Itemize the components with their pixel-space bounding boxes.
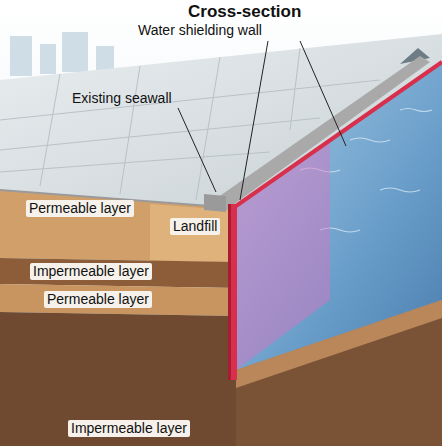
landfill-band xyxy=(150,204,228,262)
impermeable-layer-band xyxy=(0,312,236,446)
layer-label: Impermeable layer xyxy=(68,420,190,437)
layer-label: Landfill xyxy=(170,218,220,235)
impermeable-layer-band xyxy=(0,258,236,288)
layer-label: Impermeable layer xyxy=(30,263,152,280)
leader-lines xyxy=(178,41,346,200)
wall-shade xyxy=(228,204,231,380)
leader-line xyxy=(300,41,346,146)
existing-seawall-face xyxy=(204,194,226,212)
layer-label: Permeable layer xyxy=(26,200,134,217)
permeable-layer-band xyxy=(0,190,236,262)
water-shielding-wall xyxy=(228,204,237,380)
leader-line xyxy=(178,108,216,192)
background-buildings xyxy=(10,32,114,76)
leader-line xyxy=(240,41,268,200)
permeable-layer-band xyxy=(0,284,236,316)
layer-label: Permeable layer xyxy=(44,291,152,308)
figure-title: Cross-section xyxy=(188,2,301,22)
wall-curtain xyxy=(236,142,330,370)
water-shielding-wall-top xyxy=(236,62,442,206)
callout-label: Water shielding wall xyxy=(138,22,262,39)
callout-label: Existing seawall xyxy=(72,90,172,107)
